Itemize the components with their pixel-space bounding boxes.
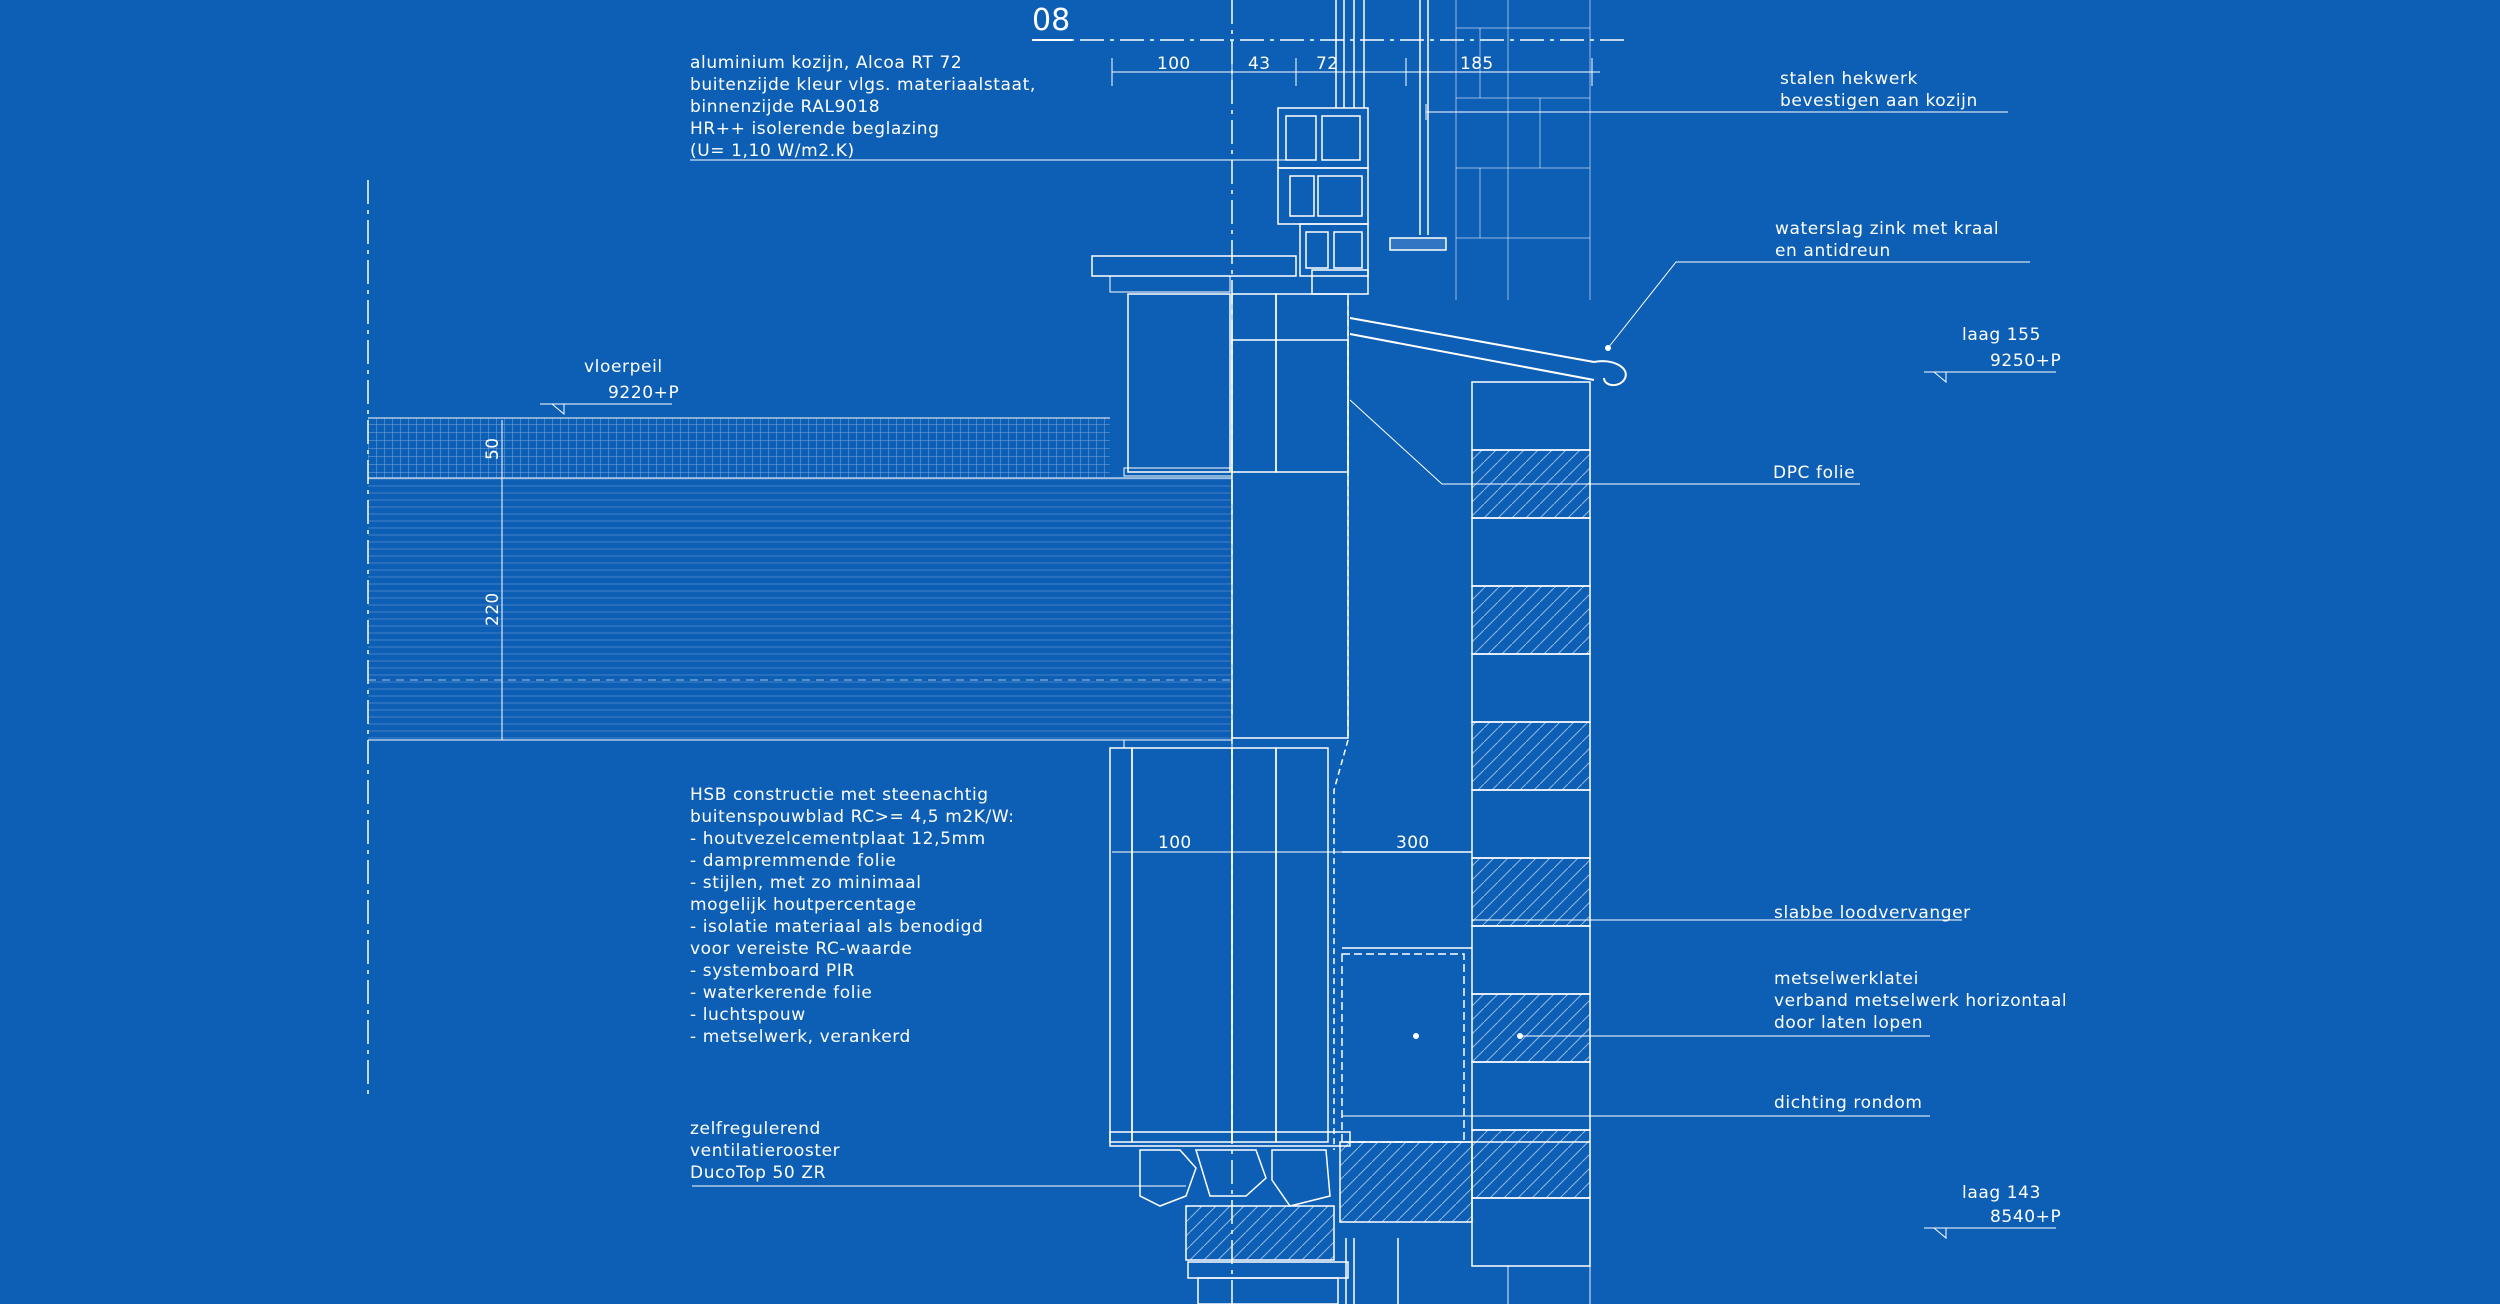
note-hsb-1: HSB constructie met steenachtig [690,785,989,805]
note-hsb-4: - dampremmende folie [690,851,896,871]
dimension-185: 185 [1460,54,1494,74]
note-slabbe: slabbe loodvervanger [1774,903,1971,923]
floor-dimension: 50 220 [483,420,510,741]
note-hsb-10: - waterkerende folie [690,983,872,1003]
dimension-220: 220 [483,592,503,626]
lower-level-label: laag 143 [1962,1183,2041,1203]
note-lintel-3: door laten lopen [1774,1013,1923,1033]
dimension-100: 100 [1157,54,1191,74]
dimension-100-mid: 100 [1158,833,1192,853]
floor-level-label: vloerpeil [584,357,663,377]
note-hsb-8: voor vereiste RC-waarde [690,939,912,959]
insulation-pir [1231,339,1349,739]
note-frame-2: buitenzijde kleur vlgs. materiaalstaat, [690,75,1036,95]
lower-level-marker: laag 143 8540+P [1924,1183,2061,1240]
note-vent-1: zelfregulerend [690,1119,821,1139]
dimension-300: 300 [1396,833,1430,853]
note-sill-1: waterslag zink met kraal [1775,219,1999,239]
note-frame-1: aluminium kozijn, Alcoa RT 72 [690,53,962,73]
note-hsb-9: - systemboard PIR [690,961,855,981]
floor-level-value: 9220+P [608,383,679,403]
note-railing-1: stalen hekwerk [1780,69,1918,89]
note-hsb-5: - stijlen, met zo minimaal [690,873,922,893]
brick-wall-upper [1455,0,1591,300]
note-frame-3: binnenzijde RAL9018 [690,97,880,117]
note-hsb-7: - isolatie materiaal als benodigd [690,917,983,937]
note-sill-2: en antidreun [1775,241,1891,261]
note-lintel-1: metselwerklatei [1774,969,1919,989]
note-seal: dichting rondom [1774,1093,1923,1113]
dimension-72: 72 [1316,54,1338,74]
note-frame: aluminium kozijn, Alcoa RT 72 buitenzijd… [690,53,1292,161]
note-vent-2: ventilatierooster [690,1141,840,1161]
upper-level-value: 9250+P [1990,351,2061,371]
hsb-wall-upper [1091,255,1349,477]
detail-number: 08 [1032,3,1070,38]
waterproof-foil [1333,300,1349,1150]
leader-lines [692,261,2030,1187]
zinc-sill [1349,317,1627,386]
note-dpc: DPC folie [1773,463,1855,483]
mid-dimension-line: 100 300 [1112,833,1472,853]
note-lintel-2: verband metselwerk horizontaal [1774,991,2067,1011]
note-vent-3: DucoTop 50 ZR [690,1163,826,1183]
hsb-wall-lower [1109,739,1351,1147]
note-hsb-2: buitenspouwblad RC>= 4,5 m2K/W: [690,807,1015,827]
note-hsb-11: - luchtspouw [690,1005,806,1025]
dimension-43: 43 [1248,54,1270,74]
note-hsb-12: - metselwerk, verankerd [690,1027,911,1047]
note-hsb: HSB constructie met steenachtig buitensp… [690,785,1015,1047]
note-hsb-6: mogelijk houtpercentage [690,895,917,915]
masonry-lintel [1341,953,1465,1143]
note-railing-2: bevestigen aan kozijn [1780,91,1978,111]
note-frame-5: (U= 1,10 W/m2.K) [690,141,855,161]
floor-level-marker: vloerpeil 9220+P [540,357,679,416]
ventilation-grille [1139,1149,1399,1304]
upper-level-label: laag 155 [1962,325,2041,345]
floor-slab [368,478,1232,740]
note-hsb-3: - houtvezelcementplaat 12,5mm [690,829,986,849]
floor-screed [368,418,1110,478]
window-frame-upper [1277,0,1447,295]
upper-level-marker: laag 155 9250+P [1924,325,2061,384]
lower-level-value: 8540+P [1990,1207,2061,1227]
railing-leader [1425,104,2008,120]
dimension-50: 50 [483,438,503,460]
note-frame-4: HR++ isolerende beglazing [690,119,940,139]
top-dimension-line: 100 43 72 185 [1111,54,1600,86]
brick-wall-lower [1339,381,1591,1304]
